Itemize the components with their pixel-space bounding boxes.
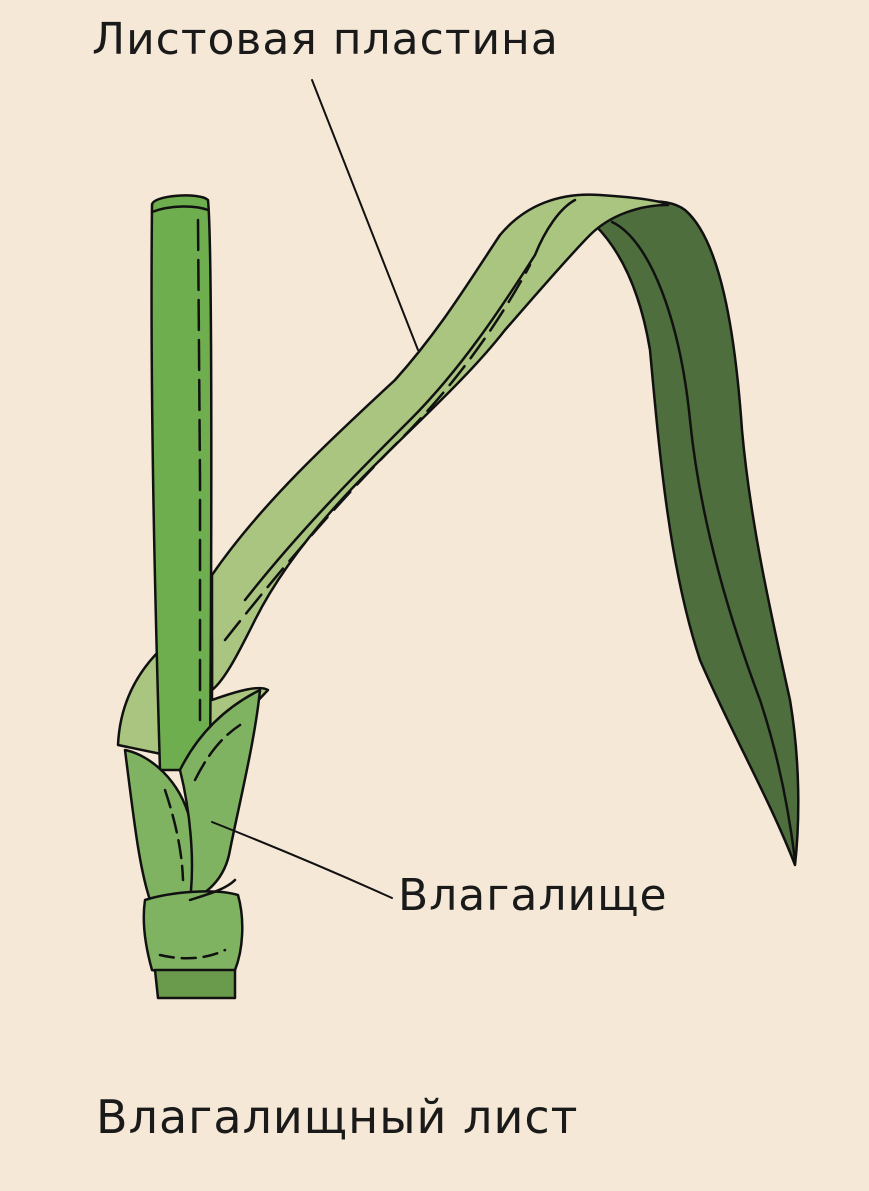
sheath-fold-line-2 bbox=[163, 788, 185, 882]
stem-ridge bbox=[196, 218, 202, 722]
stem-base bbox=[153, 968, 237, 1000]
leaf-blade-dark-midrib bbox=[610, 220, 797, 862]
sheath-fold-line bbox=[193, 723, 242, 782]
stem-node-dash bbox=[158, 948, 227, 960]
leaf-blade-vein-1 bbox=[243, 198, 577, 602]
stem-node-rim bbox=[188, 878, 237, 902]
stem-top-rim bbox=[150, 205, 210, 214]
stem-node bbox=[142, 890, 244, 975]
sheath-pointer bbox=[211, 821, 393, 899]
leaf-blade-dark-side bbox=[593, 200, 800, 867]
sheath-fold bbox=[178, 688, 262, 902]
diagram-caption: Влагалищный лист bbox=[96, 1090, 579, 1144]
sheath-label: Влагалище bbox=[398, 870, 668, 921]
leaf-blade-label: Листовая пластина bbox=[92, 14, 559, 65]
leaf-blade bbox=[210, 193, 670, 692]
leaf-blade-pointer bbox=[311, 79, 419, 351]
leaf-blade-vein-2 bbox=[223, 263, 532, 642]
stem bbox=[150, 194, 213, 772]
